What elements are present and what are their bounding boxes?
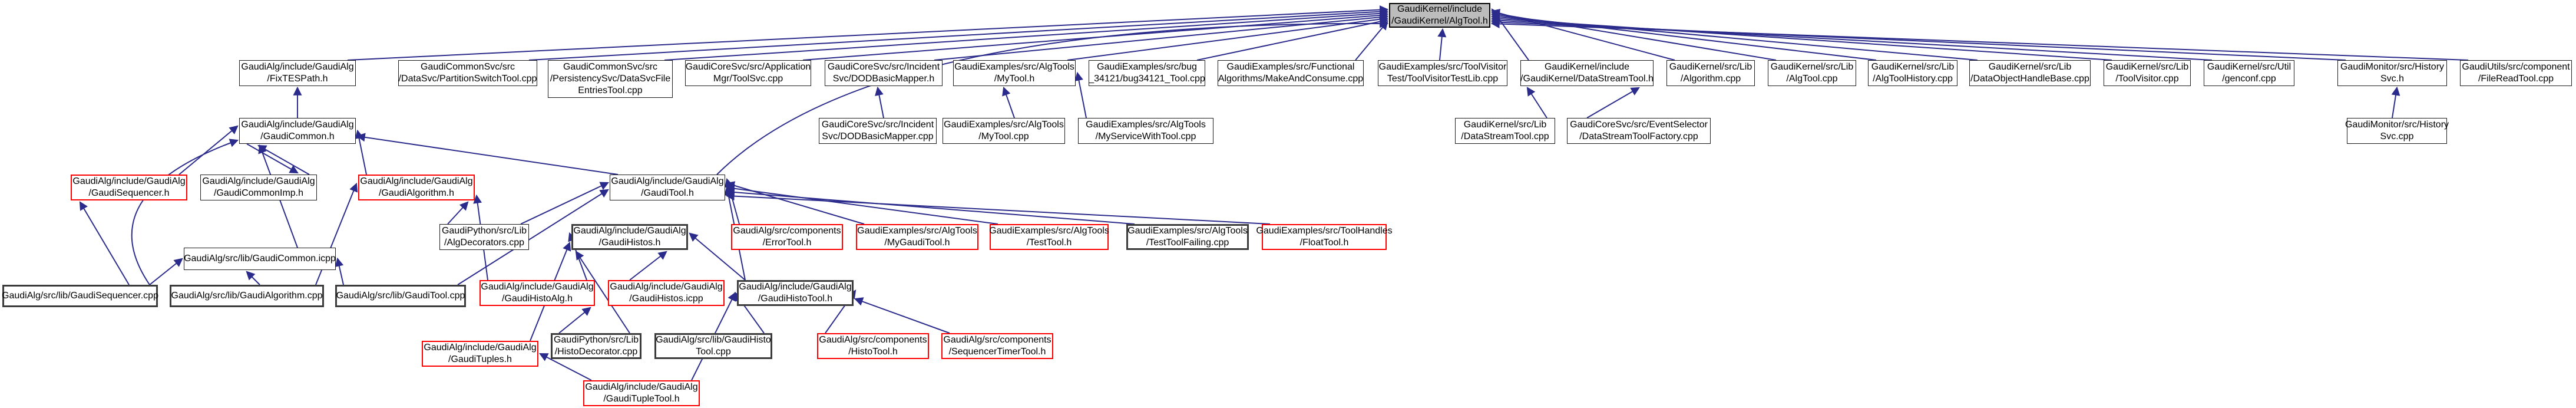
- node-historysvc-cpp[interactable]: GaudiMonitor/src/History Svc.cpp: [2345, 118, 2449, 144]
- edge-gaudisequencer_cpp-to-gaudisequencer_h: [79, 201, 130, 285]
- edge-toolvisitortestlib-to-root: [1437, 28, 1447, 61]
- node-gaudialgorithm-h[interactable]: GaudiAlg/include/GaudiAlg /GaudiAlgorith…: [358, 175, 475, 200]
- node-mytool-h[interactable]: GaudiExamples/src/AlgTools /MyTool.h: [953, 60, 1076, 86]
- edge-mytool_cpp-to-mytool_h: [1002, 86, 1015, 119]
- node-fixtespath[interactable]: GaudiAlg/include/GaudiAlg /FixTESPath.h: [239, 60, 356, 86]
- node-datastreamtoolfactory-cpp[interactable]: GaudiCoreSvc/src/EventSelector /DataStre…: [1567, 118, 1711, 144]
- edge-sequencertimertool_h-to-gaudihistotool_h: [854, 297, 950, 334]
- edge-histodecorator_cpp-to-gaudihistos_h: [575, 251, 630, 334]
- edge-gaudihistos_icpp-to-gaudihistos_h: [629, 251, 667, 281]
- edge-gaudialgorithm_cpp-to-gaudicommon_icpp: [246, 271, 260, 285]
- edge-gauditool_h-to-gaudicommon_h: [356, 133, 619, 175]
- node-gaudihistos-icpp[interactable]: GaudiAlg/include/GaudiAlg /GaudiHistos.i…: [608, 280, 725, 306]
- node-gaudituple-tool-h[interactable]: GaudiAlg/include/GaudiAlg /GaudiTupleToo…: [583, 380, 700, 406]
- edge-datasvcfileentries-to-root: [664, 9, 1389, 61]
- node-floattool-h[interactable]: GaudiExamples/src/ToolHandles /FloatTool…: [1256, 224, 1393, 250]
- node-mytool-cpp[interactable]: GaudiExamples/src/AlgTools /MyTool.cpp: [943, 118, 1065, 144]
- node-gaudicommonimp-h[interactable]: GaudiAlg/include/GaudiAlg /GaudiCommonIm…: [200, 175, 317, 200]
- edge-filereadtool_cpp-to-root: [1490, 19, 2469, 61]
- edge-gaudicommon_h-to-gaudicommonimp_h: [246, 143, 299, 174]
- node-datastreamtool-cpp[interactable]: GaudiKernel/src/Lib /DataStreamTool.cpp: [1455, 118, 1555, 144]
- node-datasvcfileentries[interactable]: GaudiCommonSvc/src /PersistencySvc/DataS…: [548, 60, 673, 98]
- node-makeandconsume[interactable]: GaudiExamples/src/Functional Algorithms/…: [1218, 60, 1364, 86]
- node-gaudituples-h[interactable]: GaudiAlg/include/GaudiAlg /GaudiTuples.h: [422, 341, 538, 367]
- edge-makeandconsume-to-root: [1355, 21, 1388, 61]
- edge-partitionswitch-to-root: [528, 7, 1389, 61]
- edge-fixtespath-to-root: [347, 5, 1389, 61]
- edge-gaudisequencer_cpp-to-gaudicommon_h: [131, 139, 239, 285]
- edge-dodbasicmapper_cpp-to-dodbasicmapper_h: [875, 86, 884, 119]
- node-gaudisequencer-h[interactable]: GaudiAlg/include/GaudiAlg /GaudiSequence…: [71, 175, 187, 200]
- node-gaudihistos-h[interactable]: GaudiAlg/include/GaudiAlg /GaudiHistos.h: [571, 224, 688, 250]
- node-gaudisequencer-cpp[interactable]: GaudiAlg/src/lib/GaudiSequencer.cpp: [2, 285, 158, 307]
- node-errortool-h[interactable]: GaudiAlg/src/components /ErrorTool.h: [731, 224, 843, 250]
- node-testtoolfailing-cpp[interactable]: GaudiExamples/src/AlgTools /TestToolFail…: [1126, 224, 1249, 250]
- edge-datastreamtoolfactory_cpp-to-datastreamtool_h: [1586, 87, 1640, 119]
- edge-algdecorators_cpp-to-gauditool_h: [520, 182, 610, 225]
- node-histotool-h[interactable]: GaudiAlg/src/components /HistoTool.h: [817, 333, 929, 359]
- node-toolvisitor-cpp[interactable]: GaudiKernel/src/Lib /ToolVisitor.cpp: [2104, 60, 2191, 86]
- edge-gaudituple_tool_h-to-gaudituples_h: [539, 353, 592, 381]
- node-genconf-cpp[interactable]: GaudiKernel/src/Util /genconf.cpp: [2204, 60, 2294, 86]
- node-algorithm-cpp[interactable]: GaudiKernel/src/Lib /Algorithm.cpp: [1666, 60, 1755, 86]
- edge-gaudihistotool_h-to-gaudihistos_h: [689, 232, 746, 281]
- node-toolsvc[interactable]: GaudiCoreSvc/src/Application Mgr/ToolSvc…: [685, 60, 811, 86]
- node-filereadtool-cpp[interactable]: GaudiUtils/src/component /FileReadTool.c…: [2460, 60, 2572, 86]
- edge-algdecorators_cpp-to-gaudialgorithm_h: [447, 201, 469, 225]
- node-historysvc-h[interactable]: GaudiMonitor/src/History Svc.h: [2337, 60, 2447, 86]
- node-histodecorator-cpp[interactable]: GaudiPython/src/Lib /HistoDecorator.cpp: [551, 333, 641, 359]
- node-gaudialgorithm-cpp[interactable]: GaudiAlg/src/lib/GaudiAlgorithm.cpp: [170, 285, 324, 307]
- edge-toolvisitor_cpp-to-root: [1490, 14, 2112, 61]
- edge-mytool_h-to-root: [1067, 15, 1389, 61]
- edge-datastreamtool_cpp-to-datastreamtool_h: [1526, 87, 1547, 119]
- node-bug34121[interactable]: GaudiExamples/src/bug _34121/bug34121_To…: [1089, 60, 1205, 86]
- node-algtoolhistory-cpp[interactable]: GaudiKernel/src/Lib /AlgToolHistory.cpp: [1868, 60, 1957, 86]
- node-algdecorators-cpp[interactable]: GaudiPython/src/Lib /AlgDecorators.cpp: [439, 224, 529, 250]
- edge-histodecorator_cpp-to-gaudihistoalg_h: [558, 307, 591, 334]
- edge-historysvc_h-to-root: [1490, 18, 2346, 61]
- node-dodbasicmapper-cpp[interactable]: GaudiCoreSvc/src/Incident Svc/DODBasicMa…: [819, 118, 937, 144]
- edge-gauditool_cpp-to-gauditool_h: [457, 189, 609, 285]
- edge-gaudicommonimp_h-to-gaudicommon_h: [257, 144, 310, 175]
- node-dodbasicmapper-h[interactable]: GaudiCoreSvc/src/Incident Svc/DODBasicMa…: [825, 60, 943, 86]
- edge-floattool_h-to-gauditool_h: [725, 192, 1271, 225]
- edge-testtoolfailing_cpp-to-gauditool_h: [725, 187, 1135, 225]
- node-root[interactable]: GaudiKernel/include /GaudiKernel/AlgTool…: [1389, 3, 1490, 28]
- edge-gaudisequencer_h-to-gaudicommon_h: [178, 125, 239, 175]
- node-gauditool-h[interactable]: GaudiAlg/include/GaudiAlg /GaudiTool.h: [610, 175, 725, 200]
- node-algtool-cpp[interactable]: GaudiKernel/src/Lib /AlgTool.cpp: [1768, 60, 1856, 86]
- edge-gauditool_cpp-to-gaudicommon_icpp: [335, 257, 344, 285]
- node-gaudicommon-icpp[interactable]: GaudiAlg/src/lib/GaudiCommon.icpp: [184, 248, 336, 270]
- node-myservicewithtool-cpp[interactable]: GaudiExamples/src/AlgTools /MyServiceWit…: [1078, 118, 1213, 144]
- node-testtool-h[interactable]: GaudiExamples/src/AlgTools /TestTool.h: [989, 224, 1109, 250]
- node-dataobjecthandlebase-cpp[interactable]: GaudiKernel/src/Lib /DataObjectHandleBas…: [1969, 60, 2091, 86]
- node-toolvisitortestlib[interactable]: GaudiExamples/src/ToolVisitor Test/ToolV…: [1378, 60, 1507, 86]
- node-gaudihistotool-cpp[interactable]: GaudiAlg/src/lib/GaudiHisto Tool.cpp: [654, 333, 772, 359]
- node-gaudihistoalg-h[interactable]: GaudiAlg/include/GaudiAlg /GaudiHistoAlg…: [480, 280, 595, 306]
- node-partitionswitch[interactable]: GaudiCommonSvc/src /DataSvc/PartitionSwi…: [398, 60, 537, 86]
- edge-bug34121-to-root: [1196, 17, 1389, 61]
- edge-myservicewithtool_cpp-to-mytool_h: [1074, 71, 1087, 119]
- node-mygauditool-h[interactable]: GaudiExamples/src/AlgTools /MyGaudiTool.…: [856, 224, 978, 250]
- node-gaudihistotool-h[interactable]: GaudiAlg/include/GaudiAlg /GaudiHistoToo…: [737, 280, 854, 306]
- edge-gaudisequencer_cpp-to-gaudicommon_icpp: [149, 258, 183, 285]
- node-datastreamtool-h[interactable]: GaudiKernel/include /GaudiKernel/DataStr…: [1520, 60, 1654, 86]
- edge-historysvc_cpp-to-historysvc_h: [2391, 86, 2400, 119]
- node-gauditool-cpp[interactable]: GaudiAlg/src/lib/GaudiTool.cpp: [335, 285, 466, 307]
- node-gaudicommon-h[interactable]: GaudiAlg/include/GaudiAlg /GaudiCommon.h: [239, 118, 356, 144]
- edge-gauditool_h-to-root: [716, 19, 1389, 175]
- node-sequencertimertool-h[interactable]: GaudiAlg/src/components /SequencerTimerT…: [941, 333, 1053, 359]
- edge-testtool_h-to-gauditool_h: [725, 184, 998, 225]
